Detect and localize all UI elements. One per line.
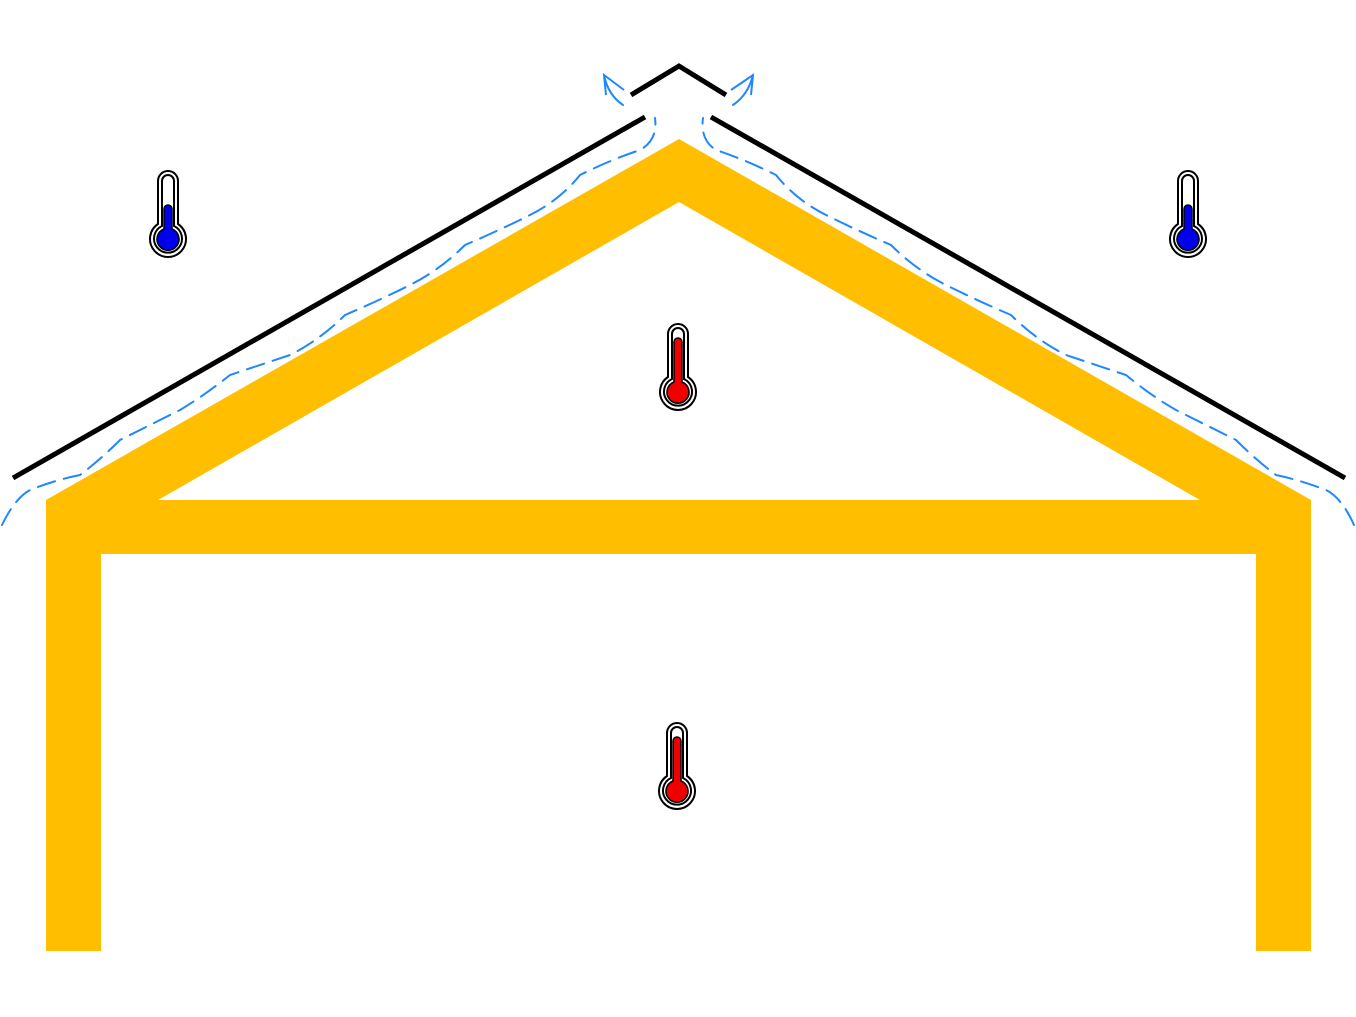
ridge-cap [629, 63, 728, 98]
house-frame [46, 139, 1311, 951]
airflow-paths [1, 74, 1355, 526]
arrow-up-left-icon [602, 72, 625, 96]
airflow-arrowheads [602, 72, 755, 96]
airflow-right [701, 117, 1355, 526]
warm-thermometer-icon [658, 722, 696, 810]
roof-sheathing [11, 63, 1347, 481]
airflow-left [1, 117, 657, 526]
airflow-out-left [603, 74, 624, 106]
roof-left [11, 114, 647, 481]
cold-thermometer-icon [149, 170, 187, 258]
cold-thermometer-icon [1169, 170, 1207, 258]
arrow-up-right-icon [730, 72, 755, 96]
roof-right [709, 114, 1347, 481]
airflow-out-right [732, 74, 754, 106]
warm-thermometer-icon [659, 323, 697, 411]
